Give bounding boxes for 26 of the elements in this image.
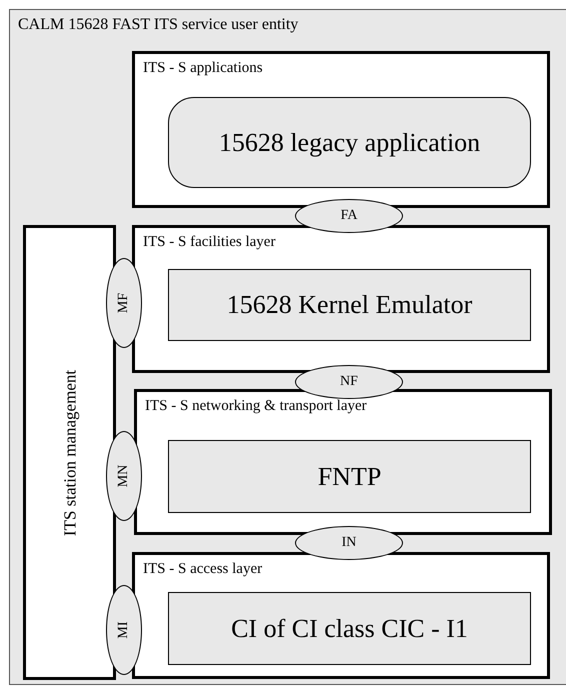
panel-heading: CALM 15628 FAST ITS service user entity (18, 16, 298, 34)
layer-box (132, 225, 550, 373)
interface-label: MN (117, 464, 131, 488)
interface-label: NF (340, 375, 358, 389)
layer-heading: ITS - S facilities layer (143, 234, 276, 251)
module-label: 15628 Kernel Emulator (226, 292, 472, 318)
application-label: 15628 legacy application (218, 130, 480, 156)
module-box (168, 440, 531, 513)
interface-label: MI (117, 621, 131, 639)
module-box (168, 592, 531, 665)
management-label: ITS station management (61, 369, 78, 536)
layer-heading: ITS - S access layer (143, 561, 262, 578)
layer-heading: ITS - S applications (143, 60, 263, 77)
entity-panel (9, 9, 566, 685)
management-box (23, 225, 116, 680)
module-label: FNTP (318, 464, 382, 490)
layer-box (134, 389, 552, 535)
interface-label: MF (117, 292, 131, 314)
layer-box (132, 51, 550, 208)
interface-label: IN (342, 536, 356, 550)
module-label: CI of CI class CIC - I1 (231, 616, 468, 642)
layer-box (132, 552, 550, 679)
layer-heading: ITS - S networking & transport layer (145, 398, 367, 415)
interface-label: FA (340, 209, 358, 223)
application-box (168, 97, 531, 188)
module-box (168, 269, 531, 341)
